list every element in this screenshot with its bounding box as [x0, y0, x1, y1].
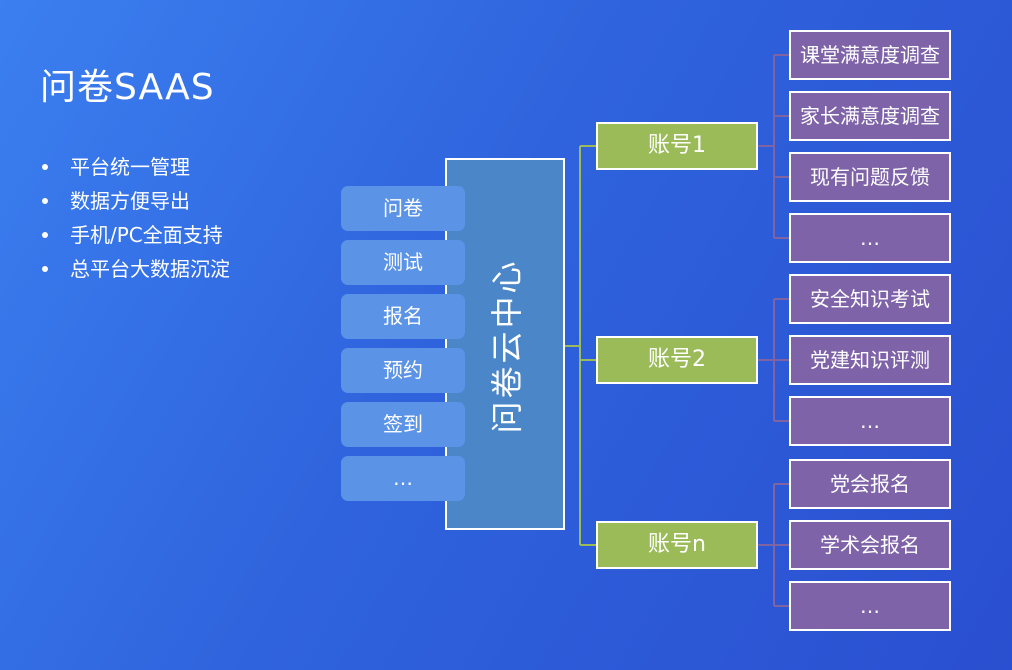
- account-box-2: 账号2: [596, 336, 758, 384]
- bullet-item: 手机/PC全面支持: [42, 220, 230, 254]
- bullet-item: 数据方便导出: [42, 186, 230, 220]
- leaf-box: 课堂满意度调查: [789, 30, 951, 80]
- feature-box-booking: 预约: [341, 348, 465, 393]
- leaf-box: 学术会报名: [789, 520, 951, 570]
- leaf-box: …: [789, 581, 951, 631]
- feature-box-checkin: 签到: [341, 402, 465, 447]
- bullet-item: 平台统一管理: [42, 152, 230, 186]
- feature-box-more: …: [341, 456, 465, 501]
- leaf-box: …: [789, 396, 951, 446]
- page-title: 问卷SAAS: [40, 67, 215, 108]
- bullet-item: 总平台大数据沉淀: [42, 254, 230, 288]
- account-box-n: 账号n: [596, 521, 758, 569]
- feature-box-test: 测试: [341, 240, 465, 285]
- feature-bullet-list: 平台统一管理 数据方便导出 手机/PC全面支持 总平台大数据沉淀: [42, 152, 230, 288]
- leaf-box: 家长满意度调查: [789, 91, 951, 141]
- leaf-box: 现有问题反馈: [789, 152, 951, 202]
- feature-box-survey: 问卷: [341, 186, 465, 231]
- leaf-box: …: [789, 213, 951, 263]
- leaf-box: 党会报名: [789, 459, 951, 509]
- cloud-center-label: 问卷云中心: [488, 258, 526, 434]
- leaf-box: 安全知识考试: [789, 274, 951, 324]
- account-box-1: 账号1: [596, 122, 758, 170]
- cloud-center-box: [445, 158, 565, 530]
- leaf-box: 党建知识评测: [789, 335, 951, 385]
- feature-box-signup: 报名: [341, 294, 465, 339]
